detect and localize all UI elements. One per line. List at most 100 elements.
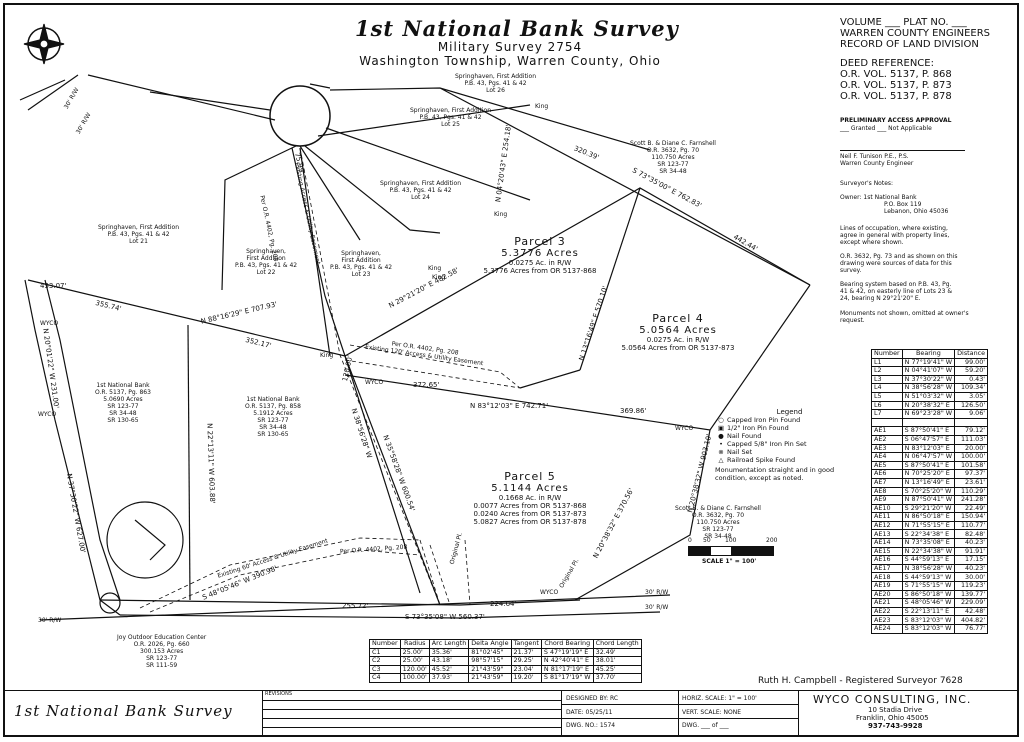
curve-table-cell: 38.01' <box>592 656 642 666</box>
parcel-5-name: Parcel 5 <box>504 470 556 483</box>
owner-label-line: Scott B. & Diane C. Farnshell <box>630 140 716 147</box>
owner-label-line: SR 123-77 <box>107 403 139 410</box>
legend-note-1: Monumentation straight and in good <box>715 466 835 474</box>
lot-label-line: P.B. 43, Pgs. 41 & 42 <box>389 187 452 194</box>
scale-box <box>679 690 799 737</box>
map-subtitle-2: Washington Township, Warren County, Ohio <box>359 54 661 68</box>
curve-table-cell: 100.00' <box>399 673 430 683</box>
rev-line <box>262 709 562 710</box>
parcel-3-name: Parcel 3 <box>514 235 566 248</box>
lot-label-line: P.B. 43, Pgs. 41 & 42 <box>419 114 482 121</box>
owner-label-line: 110.750 Acres <box>696 519 740 526</box>
owner-label-line: SR 123-77 <box>657 161 689 168</box>
note-3-line-2: 41 & 42, on easterly line of Lots 23 & <box>840 288 953 295</box>
signature-line <box>840 150 965 151</box>
curve-table-cell: 19.20' <box>510 673 542 683</box>
line-table-cell: 111.03' <box>954 434 989 445</box>
legend-symbol-icon: ⊗ <box>718 448 724 456</box>
horiz-scale: HORIZ. SCALE: 1" = 100' <box>682 695 757 702</box>
deed-ref-label: DEED REFERENCE: <box>840 58 934 69</box>
line-table-cell: N 51°03'32" W <box>901 391 956 402</box>
title-block-title: 1st National Bank Survey <box>14 702 233 720</box>
line-table-cell: AE14 <box>871 538 903 548</box>
company-phone: 937-743-9928 <box>868 722 923 730</box>
scale-seg <box>732 546 774 556</box>
lot-label-line: Springhaven, First Addition <box>380 180 462 187</box>
lot-label-line: Springhaven, First Addition <box>98 224 180 231</box>
notes-heading: Surveyor's Notes: <box>840 180 894 187</box>
scale-tick: 100 <box>725 537 737 544</box>
drawing-sheet: DWG. ___ of ___ <box>682 722 729 729</box>
note-1-line-1: Lines of occupation, where existing, <box>840 225 948 232</box>
note-4-line-1: Monuments not shown, omitted at owner's <box>840 310 969 317</box>
line-table-cell: 100.00' <box>954 452 989 462</box>
owner-label-line: SR 123-77 <box>702 526 734 533</box>
parcel-4-detail: 5.0564 Acres from OR 5137-873 <box>621 344 735 352</box>
owner-label-line: SR 130-65 <box>107 417 139 424</box>
dim-label: 369.86' <box>620 407 647 415</box>
record-engineers: WARREN COUNTY ENGINEERS <box>840 28 991 39</box>
owner-label-line: 110.750 Acres <box>651 154 695 161</box>
line-table-cell: AE9 <box>871 495 903 505</box>
line-table-header: Number <box>871 349 903 359</box>
legend-item: ○Capped Iron Pin Found <box>715 416 834 424</box>
title-block <box>3 690 1019 737</box>
parcel-5-detail: 5.0827 Acres from OR 5137-878 <box>473 518 587 526</box>
owner-label-line: 300.153 Acres <box>140 648 184 655</box>
record-volume: VOLUME ___ PLAT NO. ___ <box>840 17 967 28</box>
owner-line-3: Lebanon, Ohio 45036 <box>884 208 949 215</box>
note-2-line-3: survey. <box>840 267 862 274</box>
parcel-5-detail: 0.1668 Ac. in R/W <box>498 494 562 502</box>
legend-heading: Legend <box>776 408 803 416</box>
curve-table-header: Chord Length <box>592 639 642 649</box>
north-arrow-icon <box>23 23 65 65</box>
lot-label-line: Lot 21 <box>129 238 148 245</box>
parcel-3-acres: 5.3776 Acres <box>501 248 579 259</box>
note-2-line-2: drawing were sources of data for this <box>840 260 952 267</box>
line-table-cell: 76.77' <box>954 624 989 634</box>
parcel-5-label: Parcel 5 5.1144 Acres 0.1668 Ac. in R/W … <box>430 470 630 526</box>
line-table-cell: 59.20' <box>954 366 989 376</box>
note-3-line-3: 24, bearing N 29°21'20" E. <box>840 295 921 302</box>
line-table-cell: N 73°35'08" E <box>901 538 956 548</box>
legend-label: Capped 5/8" Iron Pin Set <box>727 440 807 448</box>
dim-label: 372.65' <box>413 381 440 389</box>
owner-line-2: P.O. Box 119 <box>884 201 922 208</box>
legend-item: △Railroad Spike Found <box>715 456 834 464</box>
line-table-cell: 241.28' <box>954 495 989 505</box>
lot-label-line: Lot 26 <box>486 87 505 94</box>
curve-table-cell: 98°57'15" <box>468 656 512 666</box>
legend: Legend ○Capped Iron Pin Found▣1/2" Iron … <box>715 408 834 482</box>
curve-table-header: Tangent <box>510 639 542 649</box>
lot-label-line: P.B. 43, Pgs. 41 & 42 <box>107 231 170 238</box>
lot-label-line: P.B. 43, Pgs. 41 & 42 <box>464 80 527 87</box>
lot-label-line: Lot 25 <box>441 121 460 128</box>
lot-label-line: P.B. 43, Pgs. 41 & 42 <box>235 262 298 269</box>
owner-label-line: SR 123-77 <box>146 655 178 662</box>
legend-item: ⊗Nail Set <box>715 448 834 456</box>
owner-label-line: SR 111-59 <box>146 662 178 669</box>
dim-label: 224.64' <box>490 600 517 608</box>
note-3-line-1: Bearing system based on P.B. 43, Pg. <box>840 281 952 288</box>
scale-bar: 0 50 100 200 SCALE 1" = 100' <box>688 537 777 565</box>
note-3: Bearing system based on P.B. 43, Pg.41 &… <box>840 281 952 302</box>
notes-owner: Owner: 1st National Bank P.O. Box 119 Le… <box>840 194 948 215</box>
lot-label-line: Springhaven, First Addition <box>410 107 492 114</box>
design-line <box>562 704 799 705</box>
legend-symbol-icon: ● <box>718 432 724 440</box>
legend-symbol-icon: • <box>719 440 723 448</box>
approval-heading: PRELIMINARY ACCESS APPROVAL <box>840 117 952 124</box>
scale-label: SCALE 1" = 100' <box>702 558 757 565</box>
lot-label-line: Lot 22 <box>256 269 276 276</box>
note-1-line-2: agree in general with property lines, <box>840 232 950 239</box>
